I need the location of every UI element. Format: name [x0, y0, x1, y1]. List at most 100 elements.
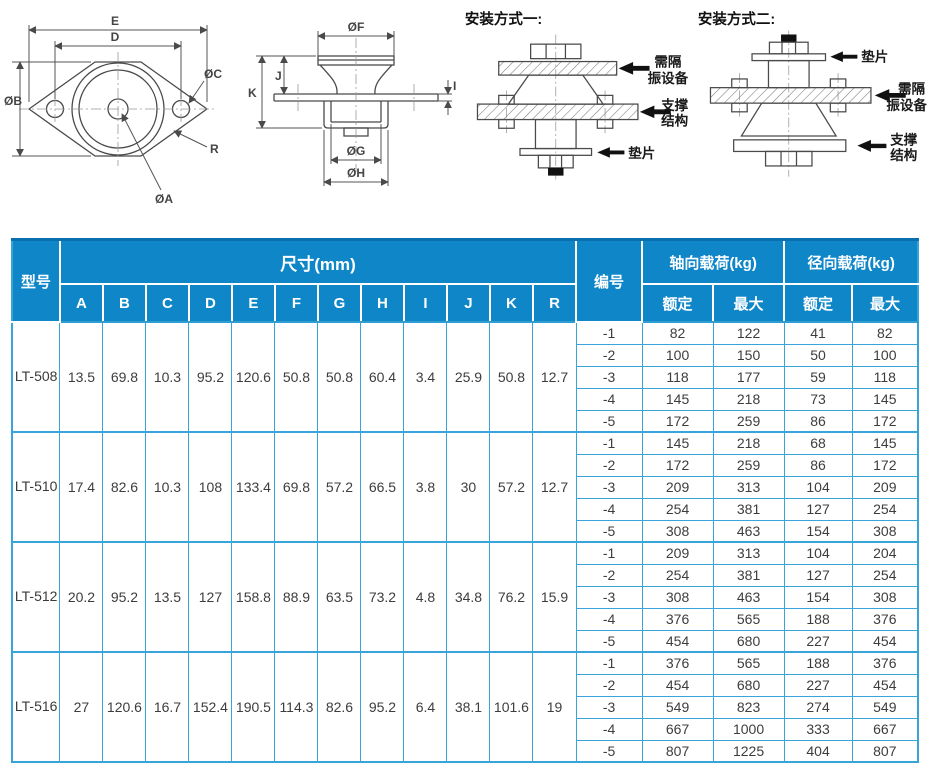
header-dim-h: H — [359, 283, 405, 323]
header-dim-b: B — [101, 283, 147, 323]
dim-value-cell: 6.4 — [403, 651, 448, 763]
equipment-label-line1: 需隔 — [898, 80, 926, 96]
axial-max-cell: 259 — [712, 453, 785, 477]
axial-rated-cell: 100 — [641, 343, 714, 367]
dim-value-cell: 25.9 — [446, 321, 491, 433]
dim-value-cell: 101.6 — [489, 651, 534, 763]
axial-max-cell: 150 — [712, 343, 785, 367]
dim-label-r: R — [210, 142, 219, 156]
centerlines — [19, 52, 215, 166]
axial-max-cell: 313 — [712, 541, 785, 565]
equipment-label-line2: 振设备 — [886, 97, 927, 113]
axial-max-cell: 680 — [712, 629, 785, 653]
row-number-cell: -3 — [575, 695, 643, 719]
centerlines — [297, 38, 415, 172]
radial-rated-cell: 50 — [783, 343, 853, 367]
dim-label-og: ØG — [347, 144, 366, 158]
top-view-diagram: E D ØB ØC R ØA — [4, 14, 222, 206]
radial-max-cell: 204 — [851, 541, 919, 565]
row-number-cell: -3 — [575, 475, 643, 499]
row-number-cell: -2 — [575, 673, 643, 697]
dim-value-cell: 66.5 — [360, 431, 405, 543]
row-number-cell: -4 — [575, 607, 643, 631]
diagram-strip: E D ØB ØC R ØA — [0, 0, 930, 212]
dim-value-cell: 158.8 — [231, 541, 276, 653]
install-1-title: 安装方式一: — [465, 10, 542, 28]
radial-rated-cell: 154 — [783, 585, 853, 609]
header-dim-k: K — [488, 283, 534, 323]
header-dim-d: D — [187, 283, 233, 323]
dim-value-cell: 133.4 — [231, 431, 276, 543]
radial-max-cell: 254 — [851, 563, 919, 587]
radial-rated-cell: 73 — [783, 387, 853, 411]
dim-value-cell: 3.8 — [403, 431, 448, 543]
model-cell: LT-516 — [11, 651, 61, 763]
axial-max-cell: 463 — [712, 519, 785, 543]
header-dim-f: F — [273, 283, 319, 323]
dimension-lines — [256, 31, 453, 186]
radial-max-cell: 376 — [851, 651, 919, 675]
axial-max-cell: 1225 — [712, 739, 785, 763]
dim-value-cell: 127 — [188, 541, 233, 653]
dim-label-of: ØF — [348, 20, 365, 34]
row-number-cell: -1 — [575, 651, 643, 675]
washer-label: 垫片 — [861, 49, 888, 65]
axial-rated-cell: 376 — [641, 651, 714, 675]
dim-value-cell: 17.4 — [59, 431, 104, 543]
dim-value-cell: 57.2 — [317, 431, 362, 543]
radial-max-cell: 454 — [851, 673, 919, 697]
header-radial-rated: 额定 — [783, 283, 854, 323]
header-dim-g: G — [316, 283, 362, 323]
row-number-cell: -2 — [575, 343, 643, 367]
axial-rated-cell: 118 — [641, 365, 714, 389]
axial-rated-cell: 209 — [641, 475, 714, 499]
dim-value-cell: 12.7 — [532, 431, 577, 543]
header-model: 型号 — [10, 238, 61, 323]
dim-value-cell: 10.3 — [145, 431, 190, 543]
row-number-cell: -1 — [575, 431, 643, 455]
model-cell: LT-512 — [11, 541, 61, 653]
row-number-cell: -5 — [575, 409, 643, 433]
header-dim-e: E — [230, 283, 276, 323]
axial-max-cell: 680 — [712, 673, 785, 697]
dim-label-d: D — [111, 30, 120, 44]
header-axial-group: 轴向载荷(kg) — [641, 238, 786, 285]
axial-max-cell: 313 — [712, 475, 785, 499]
radial-max-cell: 667 — [851, 717, 919, 741]
dim-value-cell: 30 — [446, 431, 491, 543]
radial-max-cell: 376 — [851, 607, 919, 631]
axial-rated-cell: 807 — [641, 739, 714, 763]
dim-value-cell: 15.9 — [532, 541, 577, 653]
support-label-line2: 结构 — [890, 147, 917, 163]
dim-value-cell: 16.7 — [145, 651, 190, 763]
axial-rated-cell: 172 — [641, 453, 714, 477]
radial-rated-cell: 154 — [783, 519, 853, 543]
header-dim-i: I — [402, 283, 448, 323]
radial-max-cell: 209 — [851, 475, 919, 499]
dim-value-cell: 20.2 — [59, 541, 104, 653]
dim-value-cell: 114.3 — [274, 651, 319, 763]
row-number-cell: -1 — [575, 321, 643, 345]
radial-max-cell: 172 — [851, 453, 919, 477]
row-number-cell: -2 — [575, 453, 643, 477]
dim-value-cell: 63.5 — [317, 541, 362, 653]
assembly-2 — [709, 34, 872, 167]
axial-rated-cell: 209 — [641, 541, 714, 565]
equipment-label-line1: 需隔 — [654, 53, 682, 69]
axial-max-cell: 565 — [712, 651, 785, 675]
axial-max-cell: 565 — [712, 607, 785, 631]
install-method-1-diagram: 安装方式一: 需隔 振设备 支撑 结构 垫片 — [465, 10, 688, 180]
dim-label-k: K — [248, 86, 257, 100]
dim-value-cell: 38.1 — [446, 651, 491, 763]
axial-max-cell: 463 — [712, 585, 785, 609]
dim-value-cell: 69.8 — [274, 431, 319, 543]
callout-arrows — [596, 62, 671, 158]
support-label-line1: 支撑 — [889, 132, 918, 148]
